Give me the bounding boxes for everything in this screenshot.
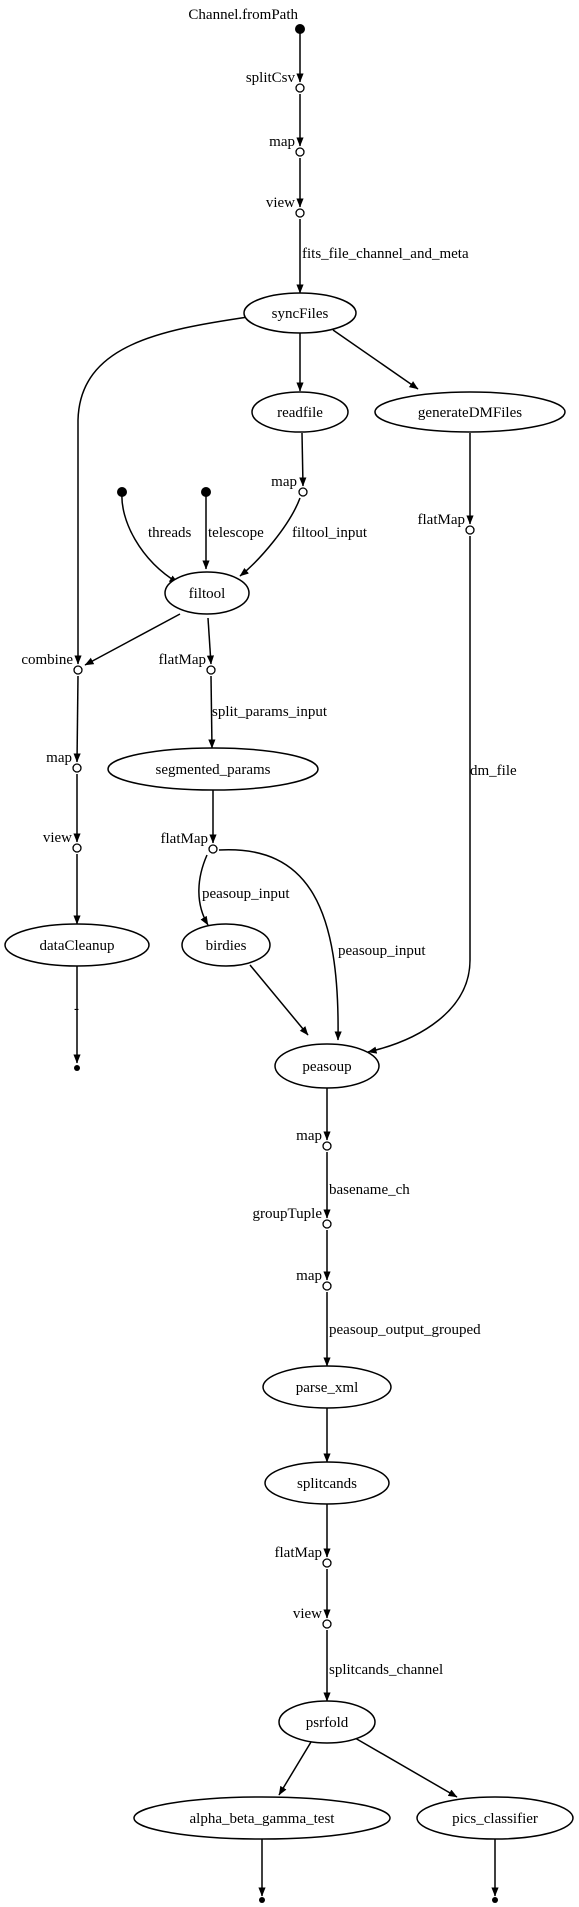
process-syncfiles[interactable]: syncFiles xyxy=(243,292,357,334)
process-peasoup[interactable]: peasoup xyxy=(274,1043,380,1089)
process-psrfold[interactable]: psrfold xyxy=(278,1700,376,1744)
operator-label-grouptuple: groupTuple xyxy=(253,1206,323,1222)
operator-label-flatmap-params: flatMap xyxy=(159,652,206,668)
telescope-source-node xyxy=(201,487,211,497)
datacleanup-end-node xyxy=(74,1065,80,1071)
operator-view-3[interactable] xyxy=(322,1619,332,1629)
edge-flatmap-to-peasoup xyxy=(367,536,471,1054)
edge-flatmap-to-birdies xyxy=(198,854,209,926)
edge-label-peasoup-input-right: peasoup_input xyxy=(338,943,426,959)
operator-label-flatmap-cands: flatMap xyxy=(275,1545,322,1561)
edge-psrfold-to-alpha-beta-gamma xyxy=(278,1741,312,1796)
edge-label-splitcands-channel: splitcands_channel xyxy=(329,1662,443,1678)
process-label-psrfold: psrfold xyxy=(306,1715,349,1731)
edge-label-threads: threads xyxy=(148,525,191,541)
operator-label-view-1: view xyxy=(266,195,295,211)
process-splitcands[interactable]: splitcands xyxy=(264,1461,390,1505)
operator-flatmap-peasoup[interactable] xyxy=(208,844,218,854)
operator-map-4[interactable] xyxy=(322,1141,332,1151)
operator-label-combine: combine xyxy=(21,652,73,668)
alpha-beta-gamma-end-node xyxy=(259,1897,265,1903)
edge-label-peasoup-input-left: peasoup_input xyxy=(202,886,290,902)
edge-flatmap-to-segmented-params xyxy=(208,675,216,749)
operator-grouptuple[interactable] xyxy=(322,1219,332,1229)
operator-nodes: splitCsv map view map flatMap combine fl… xyxy=(21,70,475,1629)
process-label-generatedmfiles: generateDMFiles xyxy=(418,405,522,421)
source-label: Channel.fromPath xyxy=(188,7,298,23)
process-label-filtool: filtool xyxy=(189,586,226,602)
edge-filtool-to-flatmap xyxy=(206,617,215,665)
edge-label-fits-file: fits_file_channel_and_meta xyxy=(302,246,469,262)
edge-flatmap-to-peasoup-right xyxy=(218,849,342,1041)
operator-flatmap-dm[interactable] xyxy=(465,525,475,535)
process-label-peasoup: peasoup xyxy=(302,1059,351,1075)
edge-label-peasoup-output-grouped: peasoup_output_grouped xyxy=(329,1322,481,1338)
process-label-syncfiles: syncFiles xyxy=(272,306,329,322)
process-nodes: syncFiles readfile generateDMFiles filto… xyxy=(4,292,574,1840)
operator-label-map-2: map xyxy=(271,474,297,490)
edge-readfile-to-map xyxy=(299,432,307,487)
operator-view-2[interactable] xyxy=(72,843,82,853)
pics-classifier-end-node xyxy=(492,1897,498,1903)
edge-filtool-to-combine xyxy=(84,613,181,666)
operator-flatmap-params[interactable] xyxy=(206,665,216,675)
operator-map-5[interactable] xyxy=(322,1281,332,1291)
edge-label-filtool-input: filtool_input xyxy=(292,525,368,541)
process-label-datacleanup: dataCleanup xyxy=(40,938,115,954)
operator-label-map-1: map xyxy=(269,134,295,150)
edge-birdies-to-peasoup xyxy=(249,964,309,1036)
operator-label-flatmap-dm: flatMap xyxy=(418,512,465,528)
edge-psrfold-to-pics-classifier xyxy=(354,1737,458,1798)
process-label-readfile: readfile xyxy=(277,405,323,421)
edge-label-dash: - xyxy=(74,1001,79,1017)
process-label-alpha-beta-gamma-test: alpha_beta_gamma_test xyxy=(190,1811,336,1827)
threads-source-node xyxy=(117,487,127,497)
process-segmented-params[interactable]: segmented_params xyxy=(107,747,319,791)
process-generatedmfiles[interactable]: generateDMFiles xyxy=(374,391,566,433)
operator-combine[interactable] xyxy=(73,665,83,675)
process-label-pics-classifier: pics_classifier xyxy=(452,1811,538,1827)
operator-label-flatmap-peasoup: flatMap xyxy=(161,831,208,847)
process-label-segmented-params: segmented_params xyxy=(156,762,271,778)
process-label-splitcands: splitcands xyxy=(297,1476,357,1492)
process-datacleanup[interactable]: dataCleanup xyxy=(4,923,150,967)
edge-label-dm-file: dm_file xyxy=(470,763,517,779)
operator-label-map-5: map xyxy=(296,1268,322,1284)
edge-syncfiles-to-generatedmfiles xyxy=(332,329,419,390)
operator-map-2[interactable] xyxy=(298,487,308,497)
operator-label-splitcsv: splitCsv xyxy=(246,70,296,86)
operator-map-1[interactable] xyxy=(295,147,305,157)
source-node xyxy=(295,24,305,34)
edges xyxy=(73,29,499,1897)
edge-label-telescope: telescope xyxy=(208,525,264,541)
terminal-nodes xyxy=(74,24,498,1903)
operator-label-map-4: map xyxy=(296,1128,322,1144)
operator-map-3[interactable] xyxy=(72,763,82,773)
edge-label-split-params-input: split_params_input xyxy=(212,704,328,720)
process-filtool[interactable]: filtool xyxy=(164,571,250,615)
edge-combine-to-map xyxy=(73,675,81,763)
edge-label-basename-ch: basename_ch xyxy=(329,1182,410,1198)
process-birdies[interactable]: birdies xyxy=(181,923,271,967)
operator-label-view-3: view xyxy=(293,1606,322,1622)
operator-label-view-2: view xyxy=(43,830,72,846)
operator-flatmap-cands[interactable] xyxy=(322,1558,332,1568)
edge-labels: fits_file_channel_and_meta threads teles… xyxy=(74,246,517,1678)
edge-syncfiles-to-combine xyxy=(74,316,249,665)
process-parse-xml[interactable]: parse_xml xyxy=(262,1365,392,1409)
operator-splitcsv[interactable] xyxy=(295,83,305,93)
process-label-birdies: birdies xyxy=(206,938,247,954)
operator-view-1[interactable] xyxy=(295,208,305,218)
operator-label-map-3: map xyxy=(46,750,72,766)
process-alpha-beta-gamma-test[interactable]: alpha_beta_gamma_test xyxy=(133,1796,391,1840)
edge-map-to-filtool xyxy=(239,497,301,577)
process-pics-classifier[interactable]: pics_classifier xyxy=(416,1796,574,1840)
process-label-parse-xml: parse_xml xyxy=(296,1380,358,1396)
edge-threads-to-filtool xyxy=(121,491,179,584)
process-readfile[interactable]: readfile xyxy=(251,391,349,433)
